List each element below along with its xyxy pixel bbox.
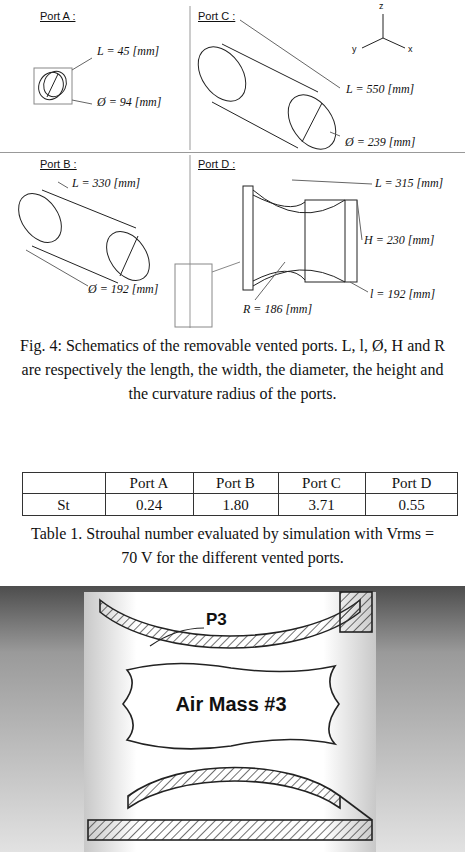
port-a-drawing — [34, 58, 92, 104]
axis-label: x — [408, 44, 413, 55]
table-cell: Port A — [105, 474, 193, 492]
table-grid — [22, 472, 458, 516]
dimension-label: L = 550 [mm] — [346, 82, 414, 96]
dimension-label: Ø = 192 [mm] — [88, 282, 158, 296]
panel-grid — [0, 6, 465, 328]
dimension-label: L = 45 [mm] — [97, 44, 159, 58]
table-cell: 1.80 — [193, 496, 278, 514]
port-d-drawing — [175, 180, 372, 327]
dimension-label: H = 230 [mm] — [364, 233, 434, 247]
table-cell: 3.71 — [278, 496, 365, 514]
port-name: Port D : — [198, 158, 235, 171]
port-name: Port B : — [40, 158, 77, 171]
dimension-label: R = 186 [mm] — [243, 302, 312, 316]
port-name: Port A : — [40, 10, 75, 23]
figure-caption: Fig. 4: Schematics of the removable vent… — [20, 334, 445, 406]
dimension-label: L = 315 [mm] — [375, 176, 443, 190]
dimension-label: L = 330 [mm] — [72, 176, 140, 190]
callout-label: P3 — [206, 610, 227, 630]
table-cell: Port C — [278, 474, 365, 492]
port-b-drawing — [10, 182, 158, 288]
sketch-paper — [84, 592, 376, 852]
table-cell: 0.55 — [365, 496, 458, 514]
blob-outline-path — [123, 663, 339, 748]
table-cell: Port B — [193, 474, 278, 492]
dimension-label: Ø = 94 [mm] — [97, 95, 161, 109]
node-text: Air Mass #3 — [175, 693, 286, 716]
dimension-label: l = 192 [mm] — [370, 287, 435, 301]
photo-background — [0, 586, 465, 852]
table-caption: Table 1. Strouhal number evaluated by si… — [22, 522, 443, 570]
table-cell: Port D — [365, 474, 458, 492]
table-cell: 0.24 — [105, 496, 193, 514]
port-name: Port C : — [198, 10, 235, 23]
axis-label: z — [379, 1, 384, 12]
port-wall-sketch — [88, 592, 372, 840]
table-cell: St — [22, 496, 105, 514]
air-mass-blob: Air Mass #3 — [117, 654, 345, 754]
axis-label: y — [352, 44, 357, 55]
dimension-label: Ø = 239 [mm] — [345, 135, 415, 149]
